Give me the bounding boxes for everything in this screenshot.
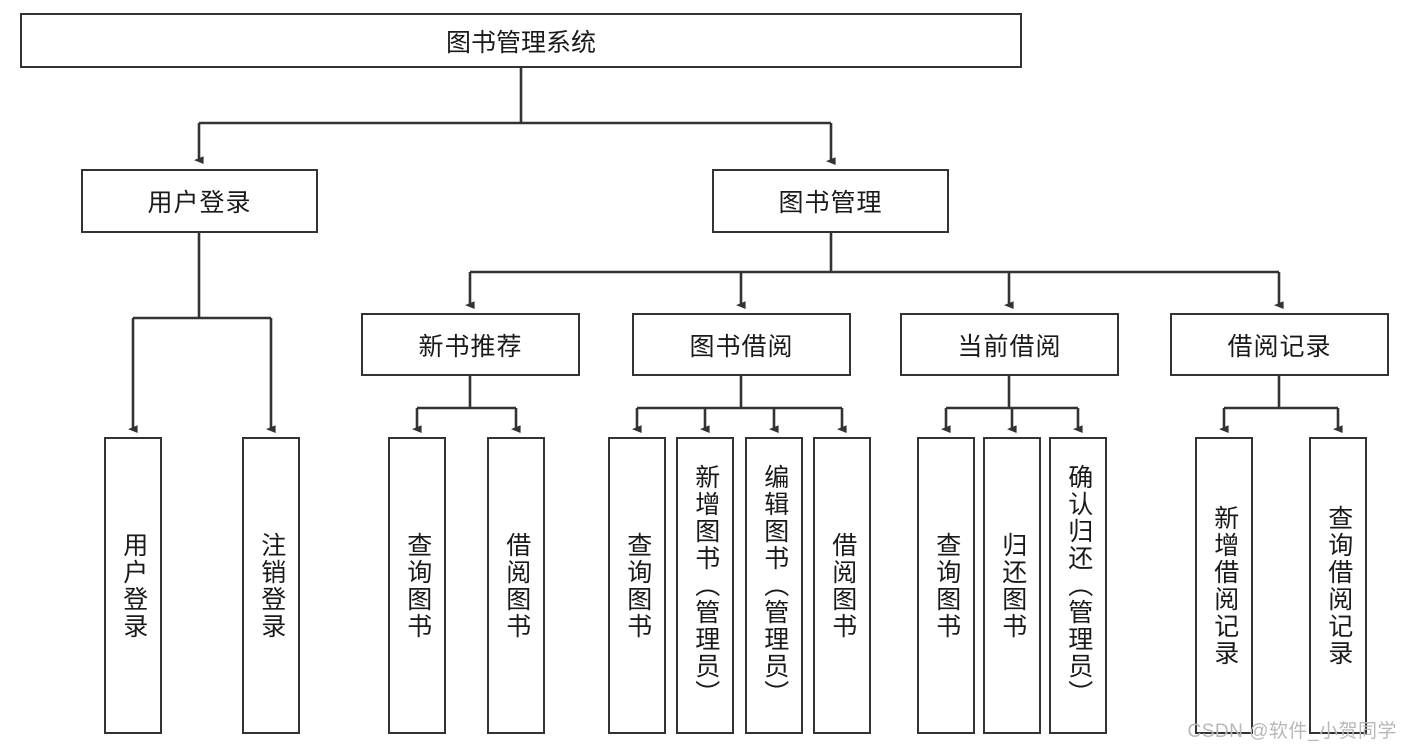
node-book-borrow-label: 图书借阅 — [689, 332, 794, 361]
leaf-add-book-label: 新增图书（管理员） — [691, 464, 720, 707]
node-root-label: 图书管理系统 — [445, 28, 596, 57]
leaf-query-book-3-label: 查询图书 — [932, 531, 961, 640]
node-book-borrow[interactable]: 图书借阅 — [632, 313, 851, 376]
leaf-add-book[interactable]: 新增图书（管理员） — [676, 437, 734, 734]
leaf-add-record-label: 新增借阅记录 — [1210, 504, 1239, 667]
leaf-query-record[interactable]: 查询借阅记录 — [1309, 437, 1367, 734]
leaf-borrow-book-1[interactable]: 借阅图书 — [487, 437, 545, 734]
node-borrow-record[interactable]: 借阅记录 — [1170, 313, 1389, 376]
leaf-user-login[interactable]: 用户登录 — [104, 437, 162, 734]
node-current-borrow-label: 当前借阅 — [957, 332, 1062, 361]
leaf-confirm-return[interactable]: 确认归还（管理员） — [1049, 437, 1107, 734]
leaf-query-book-2[interactable]: 查询图书 — [608, 437, 666, 734]
leaf-confirm-return-label: 确认归还（管理员） — [1064, 464, 1093, 707]
node-borrow-record-label: 借阅记录 — [1227, 332, 1332, 361]
leaf-borrow-book-1-label: 借阅图书 — [502, 531, 531, 640]
node-book-manage-label: 图书管理 — [778, 189, 883, 217]
leaf-borrow-book-2[interactable]: 借阅图书 — [813, 437, 871, 734]
node-new-book-recommend-label: 新书推荐 — [418, 332, 523, 361]
node-user-login-label: 用户登录 — [147, 189, 252, 217]
node-book-manage[interactable]: 图书管理 — [712, 169, 949, 233]
leaf-user-logout-label: 注销登录 — [257, 531, 286, 640]
node-root-system[interactable]: 图书管理系统 — [20, 13, 1022, 68]
leaf-query-book-1-label: 查询图书 — [403, 531, 432, 640]
leaf-query-book-1[interactable]: 查询图书 — [388, 437, 446, 734]
leaf-return-book[interactable]: 归还图书 — [983, 437, 1041, 734]
leaf-add-record[interactable]: 新增借阅记录 — [1195, 437, 1253, 734]
leaf-borrow-book-2-label: 借阅图书 — [828, 531, 857, 640]
watermark: CSDN @软件_小贺同学 — [1187, 721, 1397, 742]
leaf-query-book-3[interactable]: 查询图书 — [917, 437, 975, 734]
node-user-login[interactable]: 用户登录 — [81, 169, 318, 233]
leaf-query-record-label: 查询借阅记录 — [1324, 504, 1353, 667]
leaf-return-book-label: 归还图书 — [998, 531, 1027, 640]
node-current-borrow[interactable]: 当前借阅 — [900, 313, 1119, 376]
leaf-edit-book[interactable]: 编辑图书（管理员） — [745, 437, 803, 734]
node-new-book-recommend[interactable]: 新书推荐 — [361, 313, 580, 376]
leaf-edit-book-label: 编辑图书（管理员） — [760, 464, 789, 707]
leaf-user-logout[interactable]: 注销登录 — [242, 437, 300, 734]
leaf-user-login-label: 用户登录 — [119, 531, 148, 640]
leaf-query-book-2-label: 查询图书 — [623, 531, 652, 640]
